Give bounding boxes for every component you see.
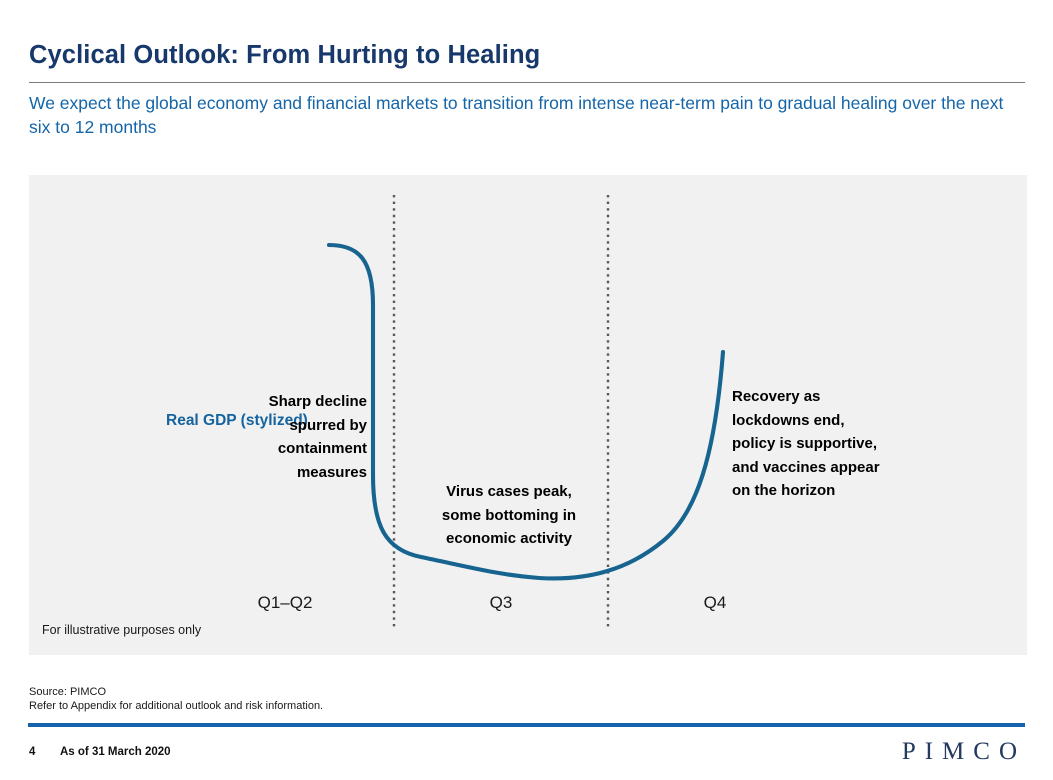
illustrative-purposes-note: For illustrative purposes only — [42, 623, 202, 637]
axis-label-q3: Q3 — [489, 593, 513, 612]
gdp-curve-chart — [326, 195, 726, 630]
annotation-virus-peak: Virus cases peak, some bottoming in econ… — [441, 483, 577, 547]
source-line-pimco: Source: PIMCO — [29, 686, 107, 698]
title-divider — [29, 82, 1025, 83]
page-number: 4 — [29, 746, 36, 758]
chart-panel: Real GDP (stylized) Sharp decline spurre… — [29, 175, 1027, 655]
source-block: Source: PIMCO Refer to Appendix for addi… — [29, 686, 323, 713]
axis-label-q4: Q4 — [703, 593, 727, 612]
source-line-appendix: Refer to Appendix for additional outlook… — [29, 699, 324, 712]
pimco-logo: PIMCO — [901, 738, 1026, 765]
annotation-recovery: Recovery as lockdowns end, policy is sup… — [732, 388, 880, 499]
page-subtitle: We expect the global economy and financi… — [29, 93, 1004, 137]
as-of-date: As of 31 March 2020 — [60, 746, 171, 758]
annotation-sharp-decline: Sharp decline spurred by containment mea… — [268, 393, 367, 481]
series-label-real-gdp: Real GDP (stylized) — [166, 412, 308, 429]
axis-label-q1-q2: Q1–Q2 — [257, 593, 313, 612]
page-title: Cyclical Outlook: From Hurting to Healin… — [29, 41, 541, 69]
real-gdp-curve — [326, 242, 726, 581]
footer-divider — [28, 723, 1025, 727]
